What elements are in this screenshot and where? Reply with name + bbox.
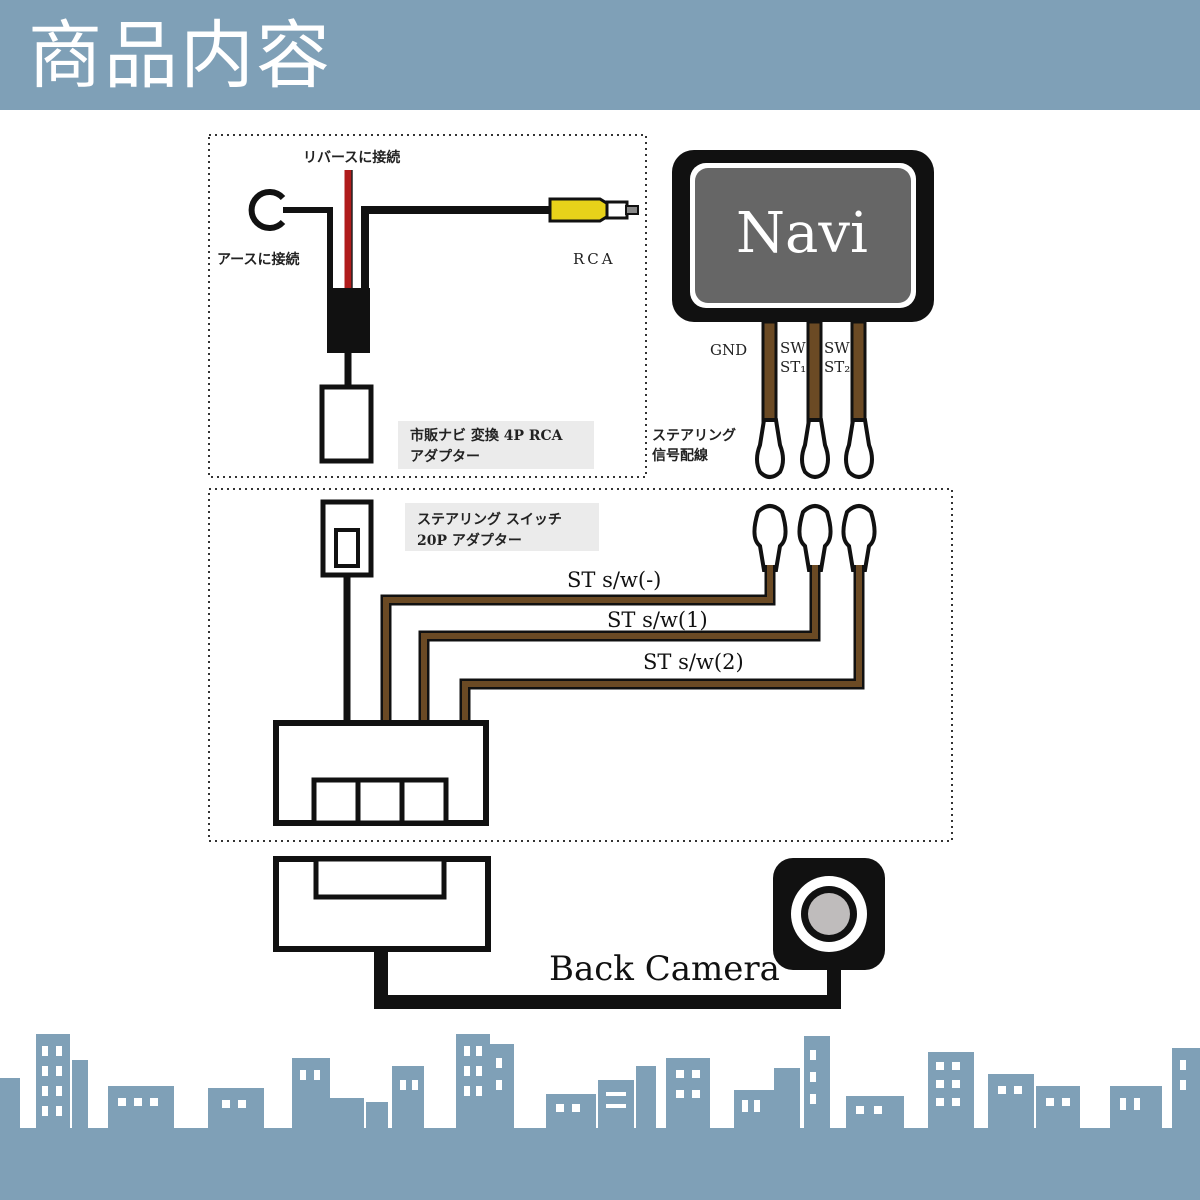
header-bar: 商品内容 (0, 0, 1200, 110)
adapter-label-bg (398, 421, 594, 469)
navi-output-wires (761, 320, 867, 424)
wire-label-minus: ST s/w(-) (567, 568, 661, 592)
group-box-rca-adapter (208, 134, 647, 478)
steering-adapter-label-line2: 20P アダプター (417, 532, 522, 549)
rca-wire (361, 206, 552, 290)
sw1-label-top: SW (780, 339, 806, 357)
navi-bullet-connectors (755, 418, 874, 479)
connector-4p (319, 384, 374, 464)
navi-label: Navi (736, 201, 868, 266)
wire-label-2: ST s/w(2) (643, 650, 744, 674)
group-box-steering-adapter (208, 488, 953, 842)
earth-ring-terminal (248, 189, 286, 231)
earth-label: アースに接続 (217, 251, 299, 268)
back-camera-label: Back Camera (549, 949, 780, 989)
wire-label-1: ST s/w(1) (607, 608, 708, 632)
earth-wire (283, 207, 333, 290)
sw2-label-bottom: ST₂ (824, 358, 850, 376)
rca-label: RCA (573, 250, 616, 268)
steering-wires (380, 565, 865, 725)
steering-adapter-label-bg (405, 503, 599, 551)
gnd-label: GND (710, 341, 747, 359)
rca-plug (548, 197, 639, 223)
steering-adapter-label-line1: ステアリング スイッチ (417, 511, 562, 528)
steering-wire-label-line2: 信号配線 (652, 447, 708, 464)
city-skyline (0, 1034, 1200, 1200)
reverse-label: リバースに接続 (303, 149, 400, 166)
adapter-label-line2: アダプター (410, 448, 480, 465)
adapter-label-line1: 市販ナビ 変換 4P RCA (410, 427, 564, 444)
camera-cable (374, 949, 841, 1009)
sw1-label-bottom: ST₁ (780, 358, 806, 376)
sw2-label-top: SW (824, 339, 850, 357)
page-title: 商品内容 (28, 13, 332, 99)
steering-wire-label-line1: ステアリング (652, 427, 736, 444)
wire-sleeve (327, 288, 370, 353)
adapter-bullet-connectors (752, 504, 877, 572)
